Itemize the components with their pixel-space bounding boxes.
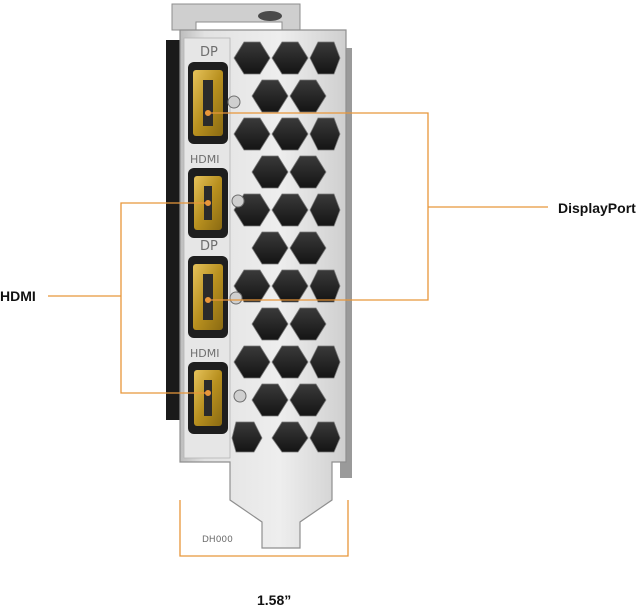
mounting-tab	[171, 3, 301, 31]
width-dimension-lines	[179, 500, 349, 557]
width-callout-label: 1.58”	[257, 592, 291, 608]
displayport-callout-lines	[204, 109, 548, 304]
label-part-code: DH000	[202, 535, 233, 545]
vent-grid	[231, 41, 341, 453]
displayport-callout-label: DisplayPort	[558, 200, 636, 216]
hdmi-callout-label: HDMI	[0, 288, 36, 304]
label-dp-bottom: DP	[200, 239, 218, 254]
hdmi-callout-lines	[48, 199, 212, 397]
hdmi-port-2	[188, 362, 228, 434]
label-dp-top: DP	[200, 45, 218, 60]
displayport-port-top	[188, 62, 228, 144]
label-hdmi-2: HDMI	[190, 347, 219, 360]
screws	[227, 95, 247, 403]
label-hdmi-1: HDMI	[190, 153, 219, 166]
